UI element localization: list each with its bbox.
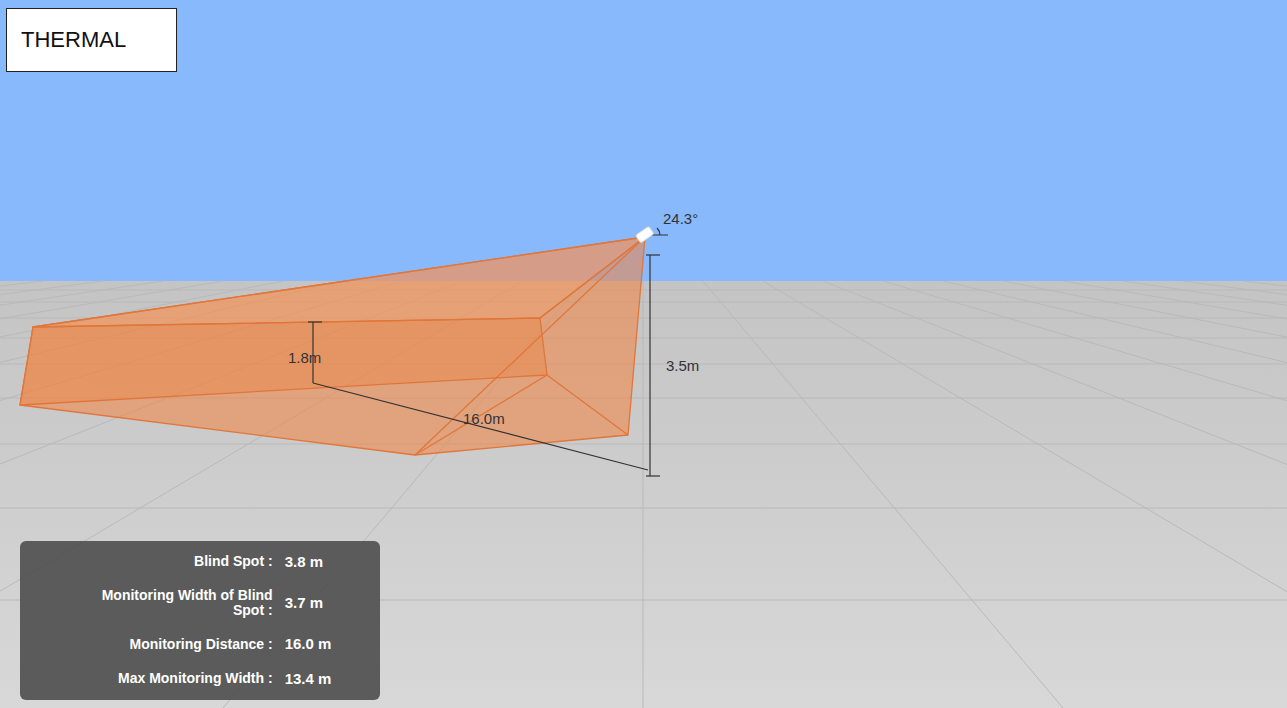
grid-line	[1123, 281, 1287, 708]
info-value: 13.4 m	[285, 671, 332, 688]
dimension-label: 16.0m	[462, 410, 506, 427]
grid-line	[1003, 281, 1287, 708]
dimension-lines	[308, 228, 668, 476]
grid-line	[943, 281, 1287, 708]
grid-line	[763, 281, 1287, 708]
floor-grid	[0, 281, 1287, 708]
info-panel: Blind Spot : 3.8 m Monitoring Width of Bli…	[20, 541, 380, 700]
sky	[0, 0, 1287, 281]
info-key: Max Monitoring Width :	[118, 671, 273, 686]
grid-line	[1243, 281, 1287, 708]
grid-line	[643, 281, 644, 708]
info-key: Blind Spot :	[194, 554, 273, 569]
angle-label: 24.3°	[662, 210, 699, 227]
dimension-label: 1.8m	[287, 349, 322, 366]
info-value: 3.8 m	[285, 554, 323, 571]
grid-line	[703, 281, 1063, 708]
info-key: Monitoring Width of Blind Spot :	[73, 588, 273, 619]
info-key: Monitoring Distance :	[130, 637, 273, 652]
info-value: 3.7 m	[285, 595, 323, 612]
monitoring-volume	[20, 237, 645, 455]
title-text: THERMAL	[21, 27, 126, 53]
camera-icon	[636, 226, 654, 243]
grid-line	[1183, 281, 1287, 708]
grid-line	[1063, 281, 1287, 708]
floor	[0, 281, 1287, 708]
dimension-label: 3.5m	[665, 357, 700, 374]
title-box: THERMAL	[6, 8, 177, 72]
grid-line	[823, 281, 1287, 708]
grid-line	[883, 281, 1287, 708]
info-value: 16.0 m	[285, 636, 332, 653]
